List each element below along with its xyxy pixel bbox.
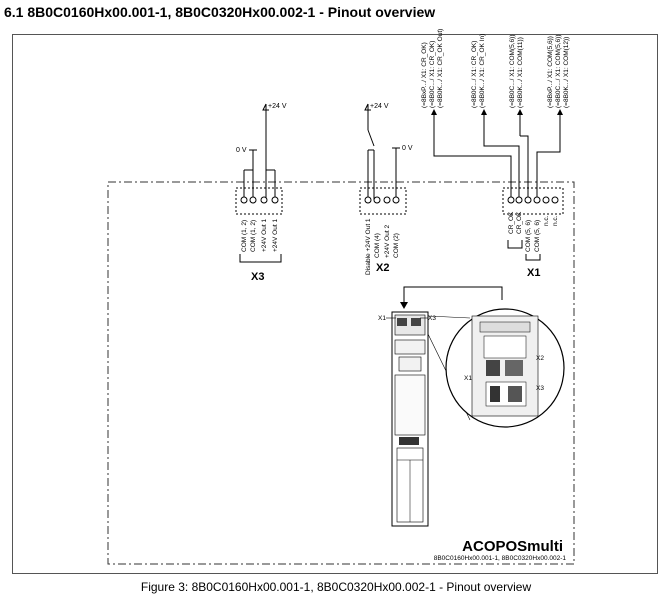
- x1-target-4a: (=8BxP.../ X1: COM(5,6)): [547, 36, 554, 108]
- x3-supply-plus: +24 V: [268, 103, 287, 110]
- x2-pin-3: +24V Out 2: [384, 225, 391, 258]
- x3-supply-zero: 0 V: [236, 147, 247, 154]
- x1-target-1c: (=8B0K.../ X1: CR_OK Out): [437, 29, 444, 108]
- x3-pin-4: +24V Out 1: [272, 219, 279, 252]
- detail-tag-x3: X3: [536, 385, 544, 392]
- x1-pin-4: COM (5, 6): [534, 220, 541, 252]
- detail-tag-x2: X2: [536, 355, 544, 362]
- connector-x3: +24 V 0 V COM (1, 2) COM (1, 2) +24V Out…: [235, 103, 287, 283]
- x1-target-3b: (=8B0K.../ X1: COM(11)): [517, 37, 524, 108]
- x1-pin-1: CR_OK: [508, 211, 515, 234]
- x1-target-1b: (=8B0C.../ X1: CR_OK): [429, 41, 436, 108]
- figure-frame: [12, 34, 658, 574]
- x2-pin-2: COM (4): [374, 233, 381, 258]
- x1-pin-6: n.c.: [552, 215, 559, 226]
- figure-caption: Figure 3: 8B0C0160Hx00.001-1, 8B0C0320Hx…: [140, 580, 532, 594]
- model-numbers: 8B0C0160Hx00.001-1, 8B0C0320Hx00.002-1: [434, 555, 567, 562]
- module-tag-x3: X3: [428, 315, 436, 322]
- x1-target-4b: (=8B0C.../ X1: COM(5,6)): [555, 34, 562, 108]
- x1-target-4c: (=8B0K.../ X1: COM(12)): [563, 37, 570, 108]
- x1-target-2a: (=8B0C.../ X1: CR_OK): [471, 41, 478, 108]
- x2-pin-1: Disable +24V Out 1: [365, 218, 372, 275]
- x1-target-2b: (=8B0K.../ X1: CR_OK In): [479, 34, 486, 108]
- x3-pin-1: COM (1, 2): [241, 220, 248, 252]
- x3-pin-2: COM (1, 2): [250, 220, 257, 252]
- connector-x1: (=8BxP.../ X1: CR_OK) (=8B0C.../ X1: CR_…: [421, 29, 570, 279]
- x3-label: X3: [251, 271, 264, 283]
- module-tag-x1: X1: [378, 315, 386, 322]
- x2-label: X2: [376, 262, 389, 274]
- connector-x2: +24 V 0 V Disable +24V Out 1 COM (4) +24…: [359, 103, 413, 275]
- page-heading: 6.1 8B0C0160Hx00.001-1, 8B0C0320Hx00.002…: [4, 4, 436, 20]
- x3-pin-3: +24V Out 1: [261, 219, 268, 252]
- x2-supply-zero: 0 V: [402, 145, 413, 152]
- x1-target-3a: (=8B0C.../ X1: COM(5,6)): [509, 34, 516, 108]
- x2-pin-4: COM (2): [393, 233, 400, 258]
- module-illustration: X1 X3 X2 X1 X3: [378, 286, 565, 527]
- detail-tag-x1: X1: [464, 375, 472, 382]
- brand-logo-text: ACOPOSmulti: [462, 538, 563, 555]
- x1-label: X1: [527, 267, 540, 279]
- x1-pin-5: n.c.: [543, 215, 550, 226]
- x2-supply-plus: +24 V: [370, 103, 389, 110]
- x1-target-1a: (=8BxP.../ X1: CR_OK): [421, 42, 428, 108]
- x1-pin-3: COM (5, 6): [525, 220, 532, 252]
- x1-pin-2: CR_OK: [516, 211, 523, 234]
- module-boundary: [107, 181, 575, 565]
